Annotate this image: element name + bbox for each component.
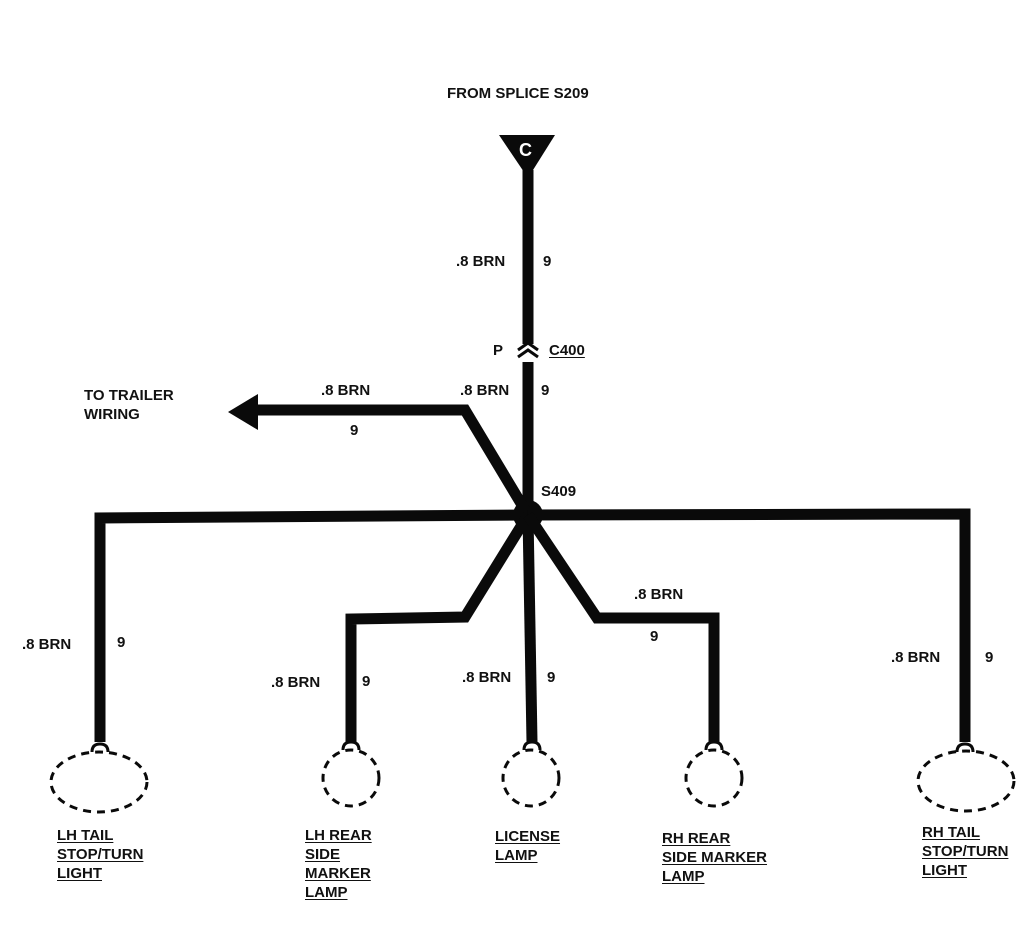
lh-marker-name-line: LAMP [305,884,348,901]
license-name-line: LICENSE [495,828,561,845]
lh-tail-wire-circuit: 9 [117,634,126,651]
lh-marker-name: LH REAR SIDE MARKER LAMP [305,826,372,902]
rh-tail-name-line: STOP/TURN [922,843,1009,860]
splice-wire-circuit: 9 [541,382,550,399]
license-bulb [501,748,561,808]
rh-tail-name-line: RH TAIL [922,824,981,841]
lh-tail-bulb [49,750,149,814]
rh-marker-name: RH REAR SIDE MARKER LAMP [662,829,767,886]
connector-pin: P [493,342,504,359]
source-connector-triangle [499,135,555,178]
lh-marker-wire-size-color: .8 BRN [271,674,321,691]
lh-marker-wire [345,512,533,742]
rh-marker-wire-circuit: 9 [650,628,659,645]
license-wire-size-color: .8 BRN [462,669,512,686]
license-wire-circuit: 9 [547,669,556,686]
rh-tail-name-line: LIGHT [922,862,967,879]
rh-marker-wire [523,511,720,742]
trailer-label-line-2: WIRING [84,406,140,423]
lh-marker-bulb [321,748,381,808]
lh-tail-name-line: LIGHT [57,865,102,882]
lh-marker-name-line: LH REAR [305,827,372,844]
rh-tail-socket [955,742,975,753]
trailer-wire [252,404,533,518]
lh-tail-name-line: STOP/TURN [57,846,144,863]
lh-marker-wire-circuit: 9 [362,673,371,690]
source-title: FROM SPLICE S209 [447,85,589,102]
rh-marker-wire-size-color: .8 BRN [634,586,684,603]
lh-tail-name-line: LH TAIL [57,827,114,844]
trailer-wire-size-color: .8 BRN [321,382,371,399]
lh-marker-socket [341,740,361,751]
license-wire [522,514,538,743]
lh-marker-name-line: MARKER [305,865,371,882]
license-socket [522,740,542,751]
rh-marker-name-line: SIDE MARKER [662,849,768,866]
rh-marker-name-line: RH REAR [662,830,731,847]
source-connector-letter: C [519,140,532,160]
lh-tail-socket [90,742,110,753]
rh-tail-name: RH TAIL STOP/TURN LIGHT [922,823,1008,880]
splice-name: S409 [541,483,577,500]
lh-marker-name-line: SIDE [305,846,341,863]
license-name-line: LAMP [495,847,538,864]
license-name: LICENSE LAMP [495,827,560,865]
trailer-wire-circuit: 9 [350,422,359,439]
rh-tail-wire-size-color: .8 BRN [891,649,941,666]
rh-tail-bulb [916,749,1016,813]
lh-tail-wire [94,509,529,742]
connector-name: C400 [549,342,585,359]
lh-tail-wire-size-color: .8 BRN [22,636,72,653]
rh-marker-name-line: LAMP [662,868,705,885]
c400-connector-symbol [517,341,539,359]
rh-tail-wire [527,508,971,742]
rh-marker-bulb [684,748,744,808]
feed-wire-circuit: 9 [543,253,552,270]
trailer-arrow [228,394,258,430]
rh-marker-socket [704,740,724,751]
rh-tail-wire-circuit: 9 [985,649,994,666]
lh-tail-name: LH TAIL STOP/TURN LIGHT [57,826,143,883]
trailer-label-line-1: TO TRAILER [84,387,174,404]
splice-wire-size-color: .8 BRN [460,382,510,399]
feed-wire-size-color: .8 BRN [456,253,506,270]
